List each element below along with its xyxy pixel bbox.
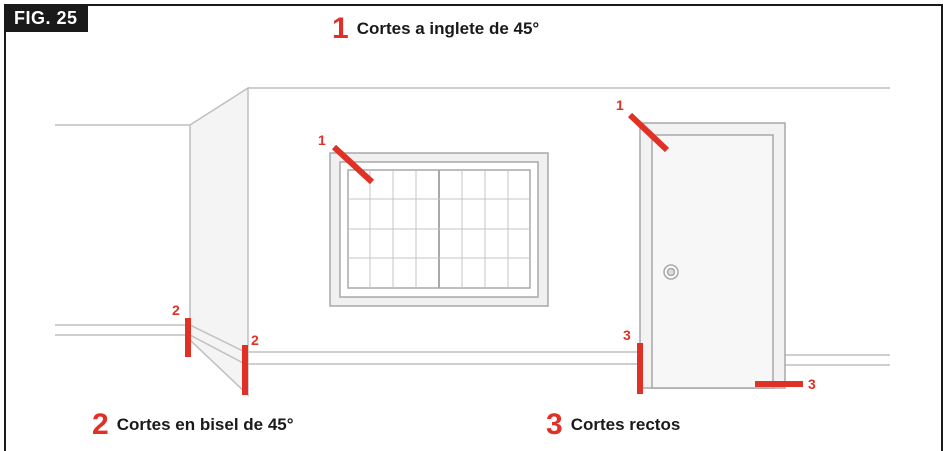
frame-border-left bbox=[4, 4, 6, 451]
cut-marker-window-miter bbox=[331, 144, 375, 185]
legend-text-3: Cortes rectos bbox=[570, 415, 681, 434]
callout-door-right-base: 3 bbox=[808, 376, 816, 392]
legend-item-1: 1 Cortes a inglete de 45° bbox=[332, 14, 539, 44]
window bbox=[329, 152, 549, 307]
corner-baseboard-top bbox=[189, 324, 246, 353]
legend-item-3: 3 Cortes rectos bbox=[546, 410, 680, 440]
legend-number-1: 1 bbox=[332, 12, 349, 45]
legend-number-2: 2 bbox=[92, 408, 109, 441]
callout-door-top: 1 bbox=[616, 97, 624, 113]
cut-marker-door-miter bbox=[627, 112, 670, 153]
figure-tag: FIG. 25 bbox=[4, 4, 88, 32]
door-slab bbox=[651, 134, 774, 389]
legend-item-2: 2 Cortes en bisel de 45° bbox=[92, 410, 294, 440]
frame-border-top bbox=[4, 4, 943, 6]
callout-door-left-base: 3 bbox=[623, 327, 631, 343]
legend-number-3: 3 bbox=[546, 408, 563, 441]
door-knob-center bbox=[666, 267, 676, 277]
door bbox=[639, 122, 786, 389]
callout-corner-outer: 2 bbox=[172, 302, 180, 318]
frame-border-right bbox=[941, 4, 943, 451]
legend-text-2: Cortes en bisel de 45° bbox=[116, 415, 294, 434]
callout-window-top: 1 bbox=[318, 132, 326, 148]
corner-baseboard-bottom bbox=[189, 334, 246, 365]
callout-corner-inner: 2 bbox=[251, 332, 259, 348]
legend-text-1: Cortes a inglete de 45° bbox=[356, 19, 540, 38]
